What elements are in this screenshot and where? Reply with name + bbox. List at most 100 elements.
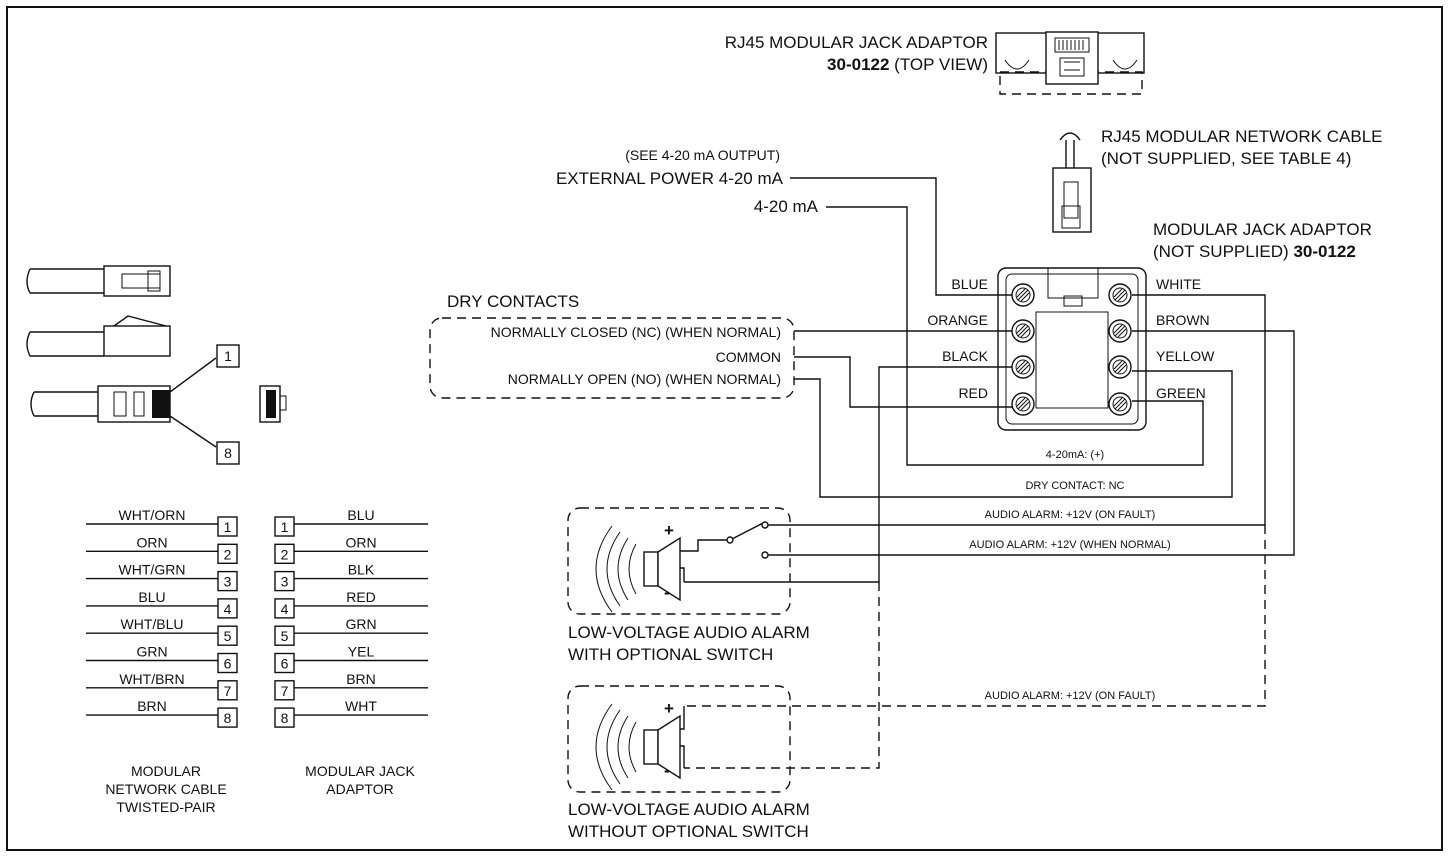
alarm2-box — [567, 685, 791, 793]
terminal-screws — [1011, 283, 1132, 416]
cable-caption-1: MODULAR — [131, 763, 201, 779]
cable-caption: MODULAR NETWORK CABLE TWISTED-PAIR — [105, 763, 226, 815]
wire-white-alarm-fault — [765, 294, 1266, 526]
adaptor-color-label: RED — [346, 589, 376, 605]
alarm1-plus: + — [664, 521, 674, 540]
jack-adaptor-line2-wrap: (NOT SUPPLIED) 30-0122 — [1153, 242, 1356, 261]
jack-adaptor-line1: MODULAR JACK ADAPTOR — [1153, 220, 1372, 239]
terminal-label-orange: ORANGE — [927, 312, 988, 328]
adaptor-color-label: BRN — [346, 671, 376, 687]
adaptor-pin-number: 6 — [281, 656, 289, 672]
top-adaptor-part: 30-0122 — [827, 55, 889, 74]
wire-dry-common — [794, 356, 1012, 408]
switch-lever-icon — [731, 521, 766, 540]
plug-pin-first: 1 — [224, 348, 232, 364]
cable-color-label: BLU — [138, 589, 165, 605]
network-cable-line2: (NOT SUPPLIED, SEE TABLE 4) — [1101, 149, 1351, 168]
pin-table-row: WHT/GRN 3 3 BLK — [86, 562, 428, 592]
terminal-label-brown: BROWN — [1156, 312, 1210, 328]
dry-contacts: DRY CONTACTS NORMALLY CLOSED (NC) (WHEN … — [429, 292, 1233, 498]
cable-color-label: WHT/BLU — [121, 616, 184, 632]
adaptor-pin-number: 8 — [281, 710, 289, 726]
pin-table-row: BRN 8 8 WHT — [86, 698, 428, 728]
ma-inputs: (SEE 4-20 mA OUTPUT) EXTERNAL POWER 4-20… — [556, 147, 1204, 466]
cable-color-label: WHT/BRN — [119, 671, 184, 687]
dry-contacts-nc: NORMALLY CLOSED (NC) (WHEN NORMAL) — [491, 324, 781, 340]
adaptor-color-label: WHT — [345, 698, 377, 714]
wire-dry-no — [794, 370, 1233, 498]
terminal-screw-icon — [1011, 283, 1035, 307]
top-adaptor-part-line: 30-0122 (TOP VIEW) — [827, 55, 988, 74]
adaptor-caption: MODULAR JACK ADAPTOR — [305, 763, 415, 797]
cable-caption-2: NETWORK CABLE — [105, 781, 226, 797]
wire-fault-dashed — [684, 525, 1266, 707]
adaptor-color-label: YEL — [348, 644, 375, 660]
cable-color-label: ORN — [136, 534, 167, 550]
wire-label-dry-nc: DRY CONTACT: NC — [1025, 480, 1124, 492]
adaptor-pin-number: 2 — [281, 546, 289, 562]
terminal-screw-icon — [1011, 355, 1035, 379]
top-adaptor-title-text: RJ45 MODULAR JACK ADAPTOR — [725, 33, 988, 52]
wire-black-dashed — [684, 582, 880, 769]
dry-contacts-box — [429, 317, 795, 399]
jack-adaptor-line2: (NOT SUPPLIED) — [1153, 242, 1289, 261]
top-adaptor-title: RJ45 MODULAR JACK ADAPTOR 30-0122 (TOP V… — [725, 33, 988, 74]
cable-pin-number: 7 — [224, 683, 232, 699]
wire-label-ma-plus: 4-20mA: (+) — [1046, 449, 1104, 461]
diagram-border — [6, 6, 1443, 851]
cable-color-label: GRN — [136, 644, 167, 660]
network-cable-plug — [1052, 132, 1092, 233]
adaptor-caption-2: ADAPTOR — [326, 781, 393, 797]
dry-contacts-title: DRY CONTACTS — [447, 292, 579, 311]
cable-pin-number: 6 — [224, 656, 232, 672]
terminal-screw-icon — [1108, 355, 1132, 379]
cable-pin-number: 8 — [224, 710, 232, 726]
ma-label: 4-20 mA — [754, 197, 819, 216]
wire-label-alarm-fault: AUDIO ALARM: +12V (ON FAULT) — [985, 509, 1156, 521]
terminal-label-black: BLACK — [942, 348, 989, 364]
dry-contacts-no: NORMALLY OPEN (NO) (WHEN NORMAL) — [508, 371, 781, 387]
adaptor-caption-1: MODULAR JACK — [305, 763, 415, 779]
cable-color-label: WHT/GRN — [119, 562, 186, 578]
jack-adaptor-body — [997, 267, 1147, 431]
cable-pin-number: 4 — [224, 601, 232, 617]
alarm2-line2: WITHOUT OPTIONAL SWITCH — [568, 822, 809, 841]
adaptor-color-label: BLK — [348, 562, 375, 578]
speaker-icon-2 — [595, 703, 681, 791]
terminal-screw-icon — [1108, 283, 1132, 307]
wire-ma — [826, 206, 1204, 466]
top-adaptor-view: (TOP VIEW) — [894, 55, 988, 74]
speaker-icon — [595, 525, 681, 613]
cable-color-label: BRN — [137, 698, 167, 714]
adaptor-pin-number: 3 — [281, 574, 289, 590]
terminal-screw-icon — [1108, 319, 1132, 343]
network-cable-label: RJ45 MODULAR NETWORK CABLE (NOT SUPPLIED… — [1101, 127, 1383, 168]
jack-adaptor-part: 30-0122 — [1293, 242, 1355, 261]
terminal-screw-icon — [1108, 392, 1132, 416]
adaptor-pin-number: 5 — [281, 628, 289, 644]
wire-external-power — [790, 177, 1012, 296]
plug-illustration-side — [26, 315, 171, 357]
alarm1-line2: WITH OPTIONAL SWITCH — [568, 645, 773, 664]
terminal-labels-left: BLUE ORANGE BLACK RED — [927, 276, 988, 401]
terminal-label-green: GREEN — [1156, 385, 1206, 401]
alarm1-minus: - — [664, 583, 670, 602]
terminal-label-yellow: YELLOW — [1156, 348, 1215, 364]
terminal-label-blue: BLUE — [951, 276, 988, 292]
cable-pin-number: 3 — [224, 574, 232, 590]
jack-adaptor-label: MODULAR JACK ADAPTOR (NOT SUPPLIED) 30-0… — [1153, 220, 1372, 261]
cable-pin-number: 1 — [224, 519, 232, 535]
plug-illustration-top — [26, 265, 171, 297]
alarm-with-switch: + - LOW-VOLTAGE AUDIO ALARM WITH OPTIONA… — [567, 507, 810, 664]
alarm2-minus: - — [664, 761, 670, 780]
adaptor-color-label: BLU — [347, 507, 374, 523]
wire-label-alarm-fault2: AUDIO ALARM: +12V (ON FAULT) — [985, 690, 1156, 702]
alarm1-line1: LOW-VOLTAGE AUDIO ALARM — [568, 623, 810, 642]
adaptor-color-label: ORN — [345, 534, 376, 550]
